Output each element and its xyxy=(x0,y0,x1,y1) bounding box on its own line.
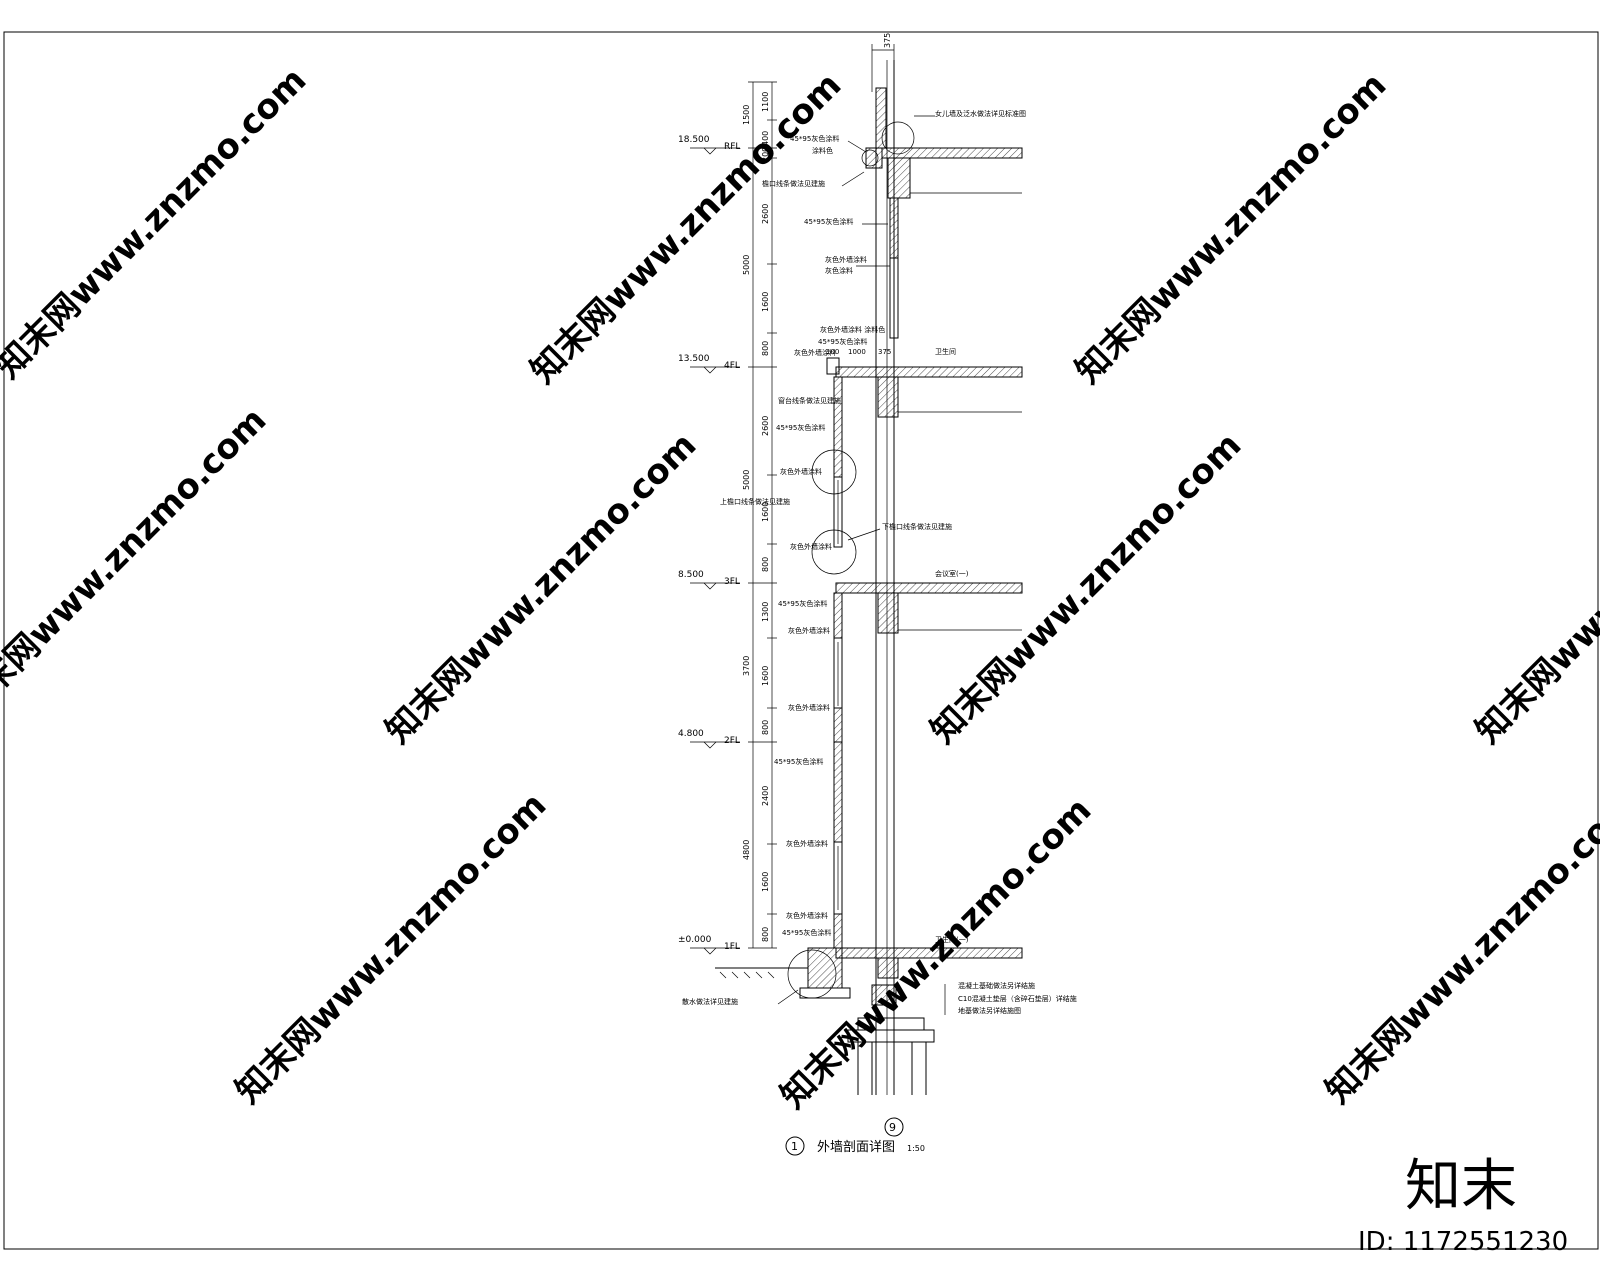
level-name: RFL xyxy=(724,142,740,152)
sheet-border xyxy=(3,31,1599,1250)
dimension-inner: 2600 xyxy=(761,416,770,436)
watermark-text: 知末网www.znzmo.com xyxy=(0,400,274,726)
dimension-outer: 5000 xyxy=(742,470,751,490)
level-name: 1FL xyxy=(724,942,740,952)
level-name: 4FL xyxy=(724,361,740,371)
watermark-text: 知末网www.znzmo.com xyxy=(228,785,554,1111)
title-number: 1 xyxy=(791,1140,798,1153)
annotation: 45*95灰色涂料 xyxy=(778,599,827,608)
dimension-inner: 1600 xyxy=(761,666,770,686)
annotation: 灰色外墙涂料 涂料色 xyxy=(820,325,885,334)
dimension-outer: 1500 xyxy=(742,105,751,125)
annotation: 下檐口线条做法见建施 xyxy=(882,522,952,531)
annotation: C10混凝土垫层（含碎石垫层）详结施 xyxy=(958,994,1077,1003)
dimension-inner: 1600 xyxy=(761,502,770,522)
annotation: 45*95灰色涂料 xyxy=(782,928,831,937)
wall-section: 375 xyxy=(715,33,1023,1095)
annotation: 混凝土基础做法另详结施 xyxy=(958,981,1035,990)
annotation: 灰色外墙涂料 xyxy=(790,542,832,551)
room-label: 卫生间 xyxy=(935,347,956,356)
annotation: 100 xyxy=(826,348,839,356)
watermark-layer: 知末网www.znzmo.com 知末网www.znzmo.com 知末网www… xyxy=(0,60,1600,1116)
annotation: 灰色外墙涂料 xyxy=(788,626,830,635)
annotation: 45*95灰色涂料 xyxy=(790,134,839,143)
dimension-inner: 1600 xyxy=(761,872,770,892)
annotation: 45*95灰色涂料 xyxy=(818,337,867,346)
level-markers: 18.500 RFL 13.500 4FL 8.500 3FL 4.800 2F… xyxy=(678,135,740,955)
drawing-title-block: 9 1 外墙剖面详图 1:50 xyxy=(785,1117,925,1156)
dimension-chains: 1500 5000 5000 3700 4800 1100 400 200 26… xyxy=(742,81,777,949)
annotation: 上檐口线条做法见建施 xyxy=(720,497,790,506)
level-elevation: 8.500 xyxy=(678,570,704,580)
annotation: 窗台线条做法见建施 xyxy=(778,396,841,405)
watermark-text: 知末网www.znzmo.com xyxy=(1318,785,1600,1111)
annotation: 檐口线条做法见建施 xyxy=(762,179,825,188)
dimension-inner: 200 xyxy=(761,147,770,162)
image-id-watermark: ID: 1172551230 xyxy=(1358,1227,1568,1257)
level-name: 3FL xyxy=(724,577,740,587)
watermark-text: 知末网www.znzmo.com xyxy=(1068,65,1394,391)
level-2fl: 4.800 2FL xyxy=(678,729,740,749)
level-4fl: 13.500 4FL xyxy=(678,354,740,374)
dimension-outer: 3700 xyxy=(742,656,751,676)
dimension-inner: 1600 xyxy=(761,292,770,312)
annotation: 45*95灰色涂料 xyxy=(804,217,853,226)
annotation: 灰色外墙涂料 xyxy=(786,911,828,920)
level-1fl: ±0.000 1FL xyxy=(678,935,740,955)
dimension-inner: 400 xyxy=(761,131,770,146)
annotation: 灰色外墙涂料 xyxy=(786,839,828,848)
annotation: 涂料色 xyxy=(812,146,833,155)
drawing-scale: 1:50 xyxy=(907,1144,925,1153)
drawing-title: 外墙剖面详图 xyxy=(817,1140,895,1155)
annotation: 45*95灰色涂料 xyxy=(774,757,823,766)
watermark-text: 知末网www.znzmo.com xyxy=(523,65,849,391)
annotations: 女儿墙及泛水做法详见标准图 45*95灰色涂料 涂料色 檐口线条做法见建施 45… xyxy=(682,109,1077,1015)
annotation: 375 xyxy=(878,348,891,356)
annotation: 灰色外墙涂料 xyxy=(825,255,867,264)
dimension-outer: 5000 xyxy=(742,255,751,275)
level-name: 2FL xyxy=(724,736,740,746)
dimension-inner: 800 xyxy=(761,557,770,572)
room-label: 卫生间(一) xyxy=(935,935,969,944)
level-rfl: 18.500 RFL xyxy=(678,135,740,155)
dimension-inner: 800 xyxy=(761,927,770,942)
top-dimension: 375 xyxy=(883,33,892,48)
watermark-text: 知末网www.znzmo.com xyxy=(378,425,704,751)
annotation: 45*95灰色涂料 xyxy=(776,423,825,432)
level-elevation: 4.800 xyxy=(678,729,704,739)
dimension-inner: 1300 xyxy=(761,602,770,622)
annotation: 地基做法另详结施图 xyxy=(958,1006,1021,1015)
dimension-inner: 800 xyxy=(761,341,770,356)
title-number-circle xyxy=(785,1136,805,1156)
axis-label: 9 xyxy=(889,1121,896,1134)
watermark-text: 知末网www.znzmo.com xyxy=(1468,425,1600,751)
dimension-inner: 800 xyxy=(761,720,770,735)
annotation: 1000 xyxy=(848,348,866,356)
axis-bubble xyxy=(884,1117,904,1137)
level-elevation: 18.500 xyxy=(678,135,710,145)
annotation: 灰色外墙涂料 xyxy=(780,467,822,476)
dimension-inner: 2400 xyxy=(761,786,770,806)
level-elevation: ±0.000 xyxy=(678,935,712,945)
level-3fl: 8.500 3FL xyxy=(678,570,740,590)
level-elevation: 13.500 xyxy=(678,354,710,364)
dimension-outer: 4800 xyxy=(742,840,751,860)
annotation: 女儿墙及泛水做法详见标准图 xyxy=(935,109,1026,118)
watermark-text: 知末网www.znzmo.com xyxy=(0,60,314,386)
dimension-inner: 2600 xyxy=(761,204,770,224)
annotation: 散水做法详见建施 xyxy=(682,997,738,1006)
annotation: 灰色外墙涂料 xyxy=(788,703,830,712)
dimension-inner: 1100 xyxy=(761,92,770,112)
brand-logo-watermark: 知末 xyxy=(1405,1154,1517,1219)
room-label: 会议室(一) xyxy=(935,569,969,578)
annotation: 灰色外墙涂料 xyxy=(794,348,836,357)
annotation: 灰色涂料 xyxy=(825,266,853,275)
